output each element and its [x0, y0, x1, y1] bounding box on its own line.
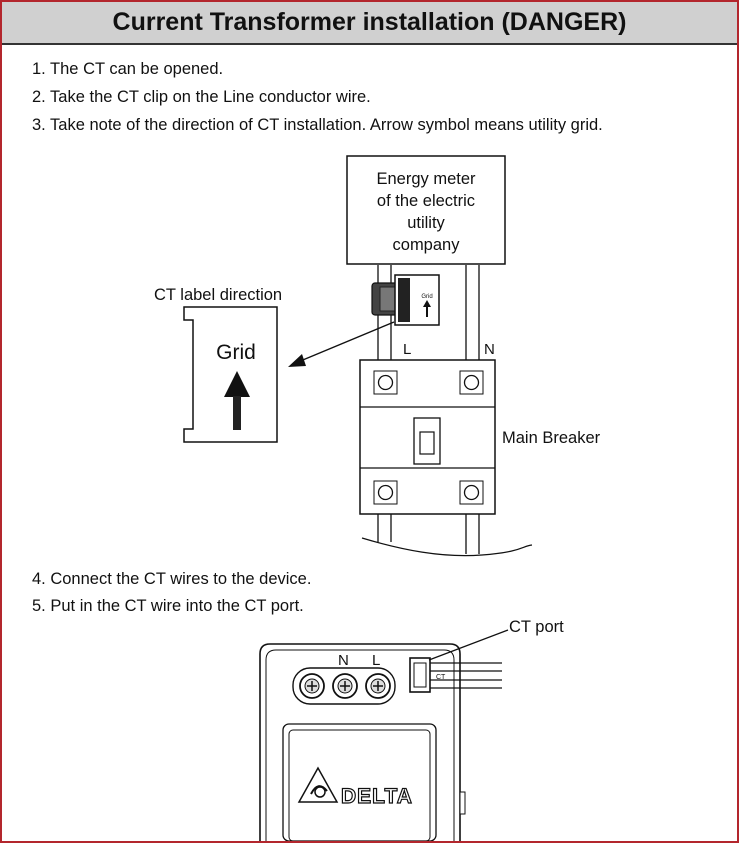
ct-label-grid-text: Grid: [216, 341, 256, 364]
terminal-n-label: N: [338, 652, 349, 669]
step-5: 5. Put in the CT wire into the CT port.: [32, 597, 304, 615]
line-label: L: [403, 341, 411, 358]
ct-clip: Grid: [371, 274, 440, 326]
delta-logo: DELTA: [297, 766, 413, 809]
meter-label-line-2: of the electric: [377, 192, 475, 210]
ct-label-card: [183, 306, 278, 443]
energy-meter-box: [346, 155, 506, 265]
display-window: [282, 723, 437, 841]
wire-cut-line: [361, 537, 533, 557]
title-bar: Current Transformer installation (DANGER…: [2, 2, 737, 45]
step-1: 1. The CT can be opened.: [32, 60, 224, 78]
meter-label-line-1: Energy meter: [376, 170, 476, 188]
inverter-device: [259, 643, 466, 841]
main-breaker: [359, 359, 496, 515]
neutral-label: N: [484, 341, 495, 358]
ct-connector-label: CT: [436, 674, 446, 681]
step-4: 4. Connect the CT wires to the device.: [32, 570, 312, 588]
step-3: 3. Take note of the direction of CT inst…: [32, 116, 603, 134]
step-2: 2. Take the CT clip on the Line conducto…: [32, 88, 371, 106]
terminal-l-label: L: [372, 652, 380, 669]
brand-logo-text: DELTA: [341, 785, 413, 808]
grid-arrow-icon: [224, 371, 250, 397]
ct-small-grid-label: Grid: [421, 294, 432, 300]
page-title: Current Transformer installation (DANGER…: [112, 8, 627, 36]
ct-port-label: CT port: [509, 618, 564, 636]
ct-pointer-line: [297, 321, 395, 363]
meter-label-line-4: company: [393, 236, 461, 254]
ct-pointer-arrowhead: [288, 354, 306, 367]
meter-label-line-3: utility: [407, 214, 445, 232]
main-breaker-label: Main Breaker: [502, 429, 601, 447]
ct-cable: [430, 662, 502, 689]
ct-label-direction-caption: CT label direction: [154, 286, 282, 304]
ct-port-pointer: [428, 629, 509, 661]
